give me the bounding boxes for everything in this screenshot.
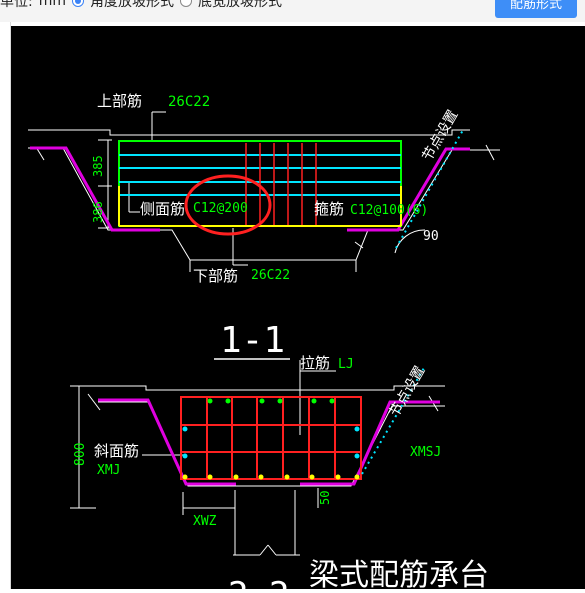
unit-value: mm xyxy=(38,0,66,9)
radio-angle-slope-label[interactable]: 角度放坡形式 xyxy=(90,0,174,10)
dim-385: 385 xyxy=(91,155,105,177)
section-title-2-2: 2-2 xyxy=(228,575,289,589)
unit-label: 单位: xyxy=(0,0,33,10)
section2-rebar-grid xyxy=(180,396,362,480)
radio-angle-slope[interactable] xyxy=(72,0,84,7)
section2-side-bars xyxy=(182,426,360,459)
caption-text: 梁式配筋承台 xyxy=(309,558,489,589)
side-bar-spec: C12@200 xyxy=(193,201,248,216)
radio-bottom-width-slope[interactable] xyxy=(180,0,192,7)
section2-node-line xyxy=(361,367,425,475)
tie-bar-label: 拉筋 xyxy=(300,354,330,372)
stirrup-label: 箍筋 xyxy=(314,200,344,218)
section2-top-bars xyxy=(207,398,335,404)
section2-bottom-bars xyxy=(182,474,360,480)
xmj-label: XMJ xyxy=(97,463,120,478)
node-setting-2[interactable]: 节点设置 xyxy=(387,364,429,420)
dim-50: 50 xyxy=(318,491,332,505)
slope-bar-label: 斜面筋 xyxy=(94,442,139,460)
unit-row: 单位: mm 角度放坡形式 底宽放坡形式 xyxy=(0,0,282,11)
xmsj-label: XMSJ xyxy=(410,445,441,460)
top-bar-label: 上部筋 xyxy=(97,92,142,110)
section1-left-slope-bar xyxy=(30,146,160,232)
rebar-diagram: 上部筋 26C22 385 386 侧面筋 C12@200 箍筋 C12@100… xyxy=(28,92,500,593)
section1-node-line xyxy=(395,129,464,249)
left-panel-edge xyxy=(0,22,11,589)
angle-label: 90 xyxy=(423,229,439,244)
section2-left-slope-bar xyxy=(98,398,236,486)
side-bar-label: 侧面筋 xyxy=(140,200,185,218)
cad-drawing-canvas: 上部筋 26C22 385 386 侧面筋 C12@200 箍筋 C12@100… xyxy=(11,26,585,593)
dim-800: 800 xyxy=(73,443,88,466)
toolbar: 单位: mm 角度放坡形式 底宽放坡形式 配筋形式 xyxy=(0,0,585,22)
section1-outline xyxy=(28,111,500,272)
bottom-bar-spec: 26C22 xyxy=(251,268,290,283)
bottom-bar-label: 下部筋 xyxy=(193,267,238,285)
section1-stirrups xyxy=(245,143,317,225)
top-bar-spec: 26C22 xyxy=(168,94,210,110)
tie-bar-spec: LJ xyxy=(338,357,354,372)
section1-right-slope-bar xyxy=(347,147,470,232)
radio-bottom-width-slope-label[interactable]: 底宽放坡形式 xyxy=(198,0,282,10)
xwz-label: XWZ xyxy=(193,514,217,529)
annotation-circle xyxy=(184,174,272,236)
config-button[interactable]: 配筋形式 xyxy=(495,0,577,18)
section-title-1-1: 1-1 xyxy=(220,320,285,361)
stirrup-spec: C12@100(6) xyxy=(350,203,428,218)
dim-386: 386 xyxy=(91,201,105,223)
section2-right-slope-bar xyxy=(300,400,440,486)
